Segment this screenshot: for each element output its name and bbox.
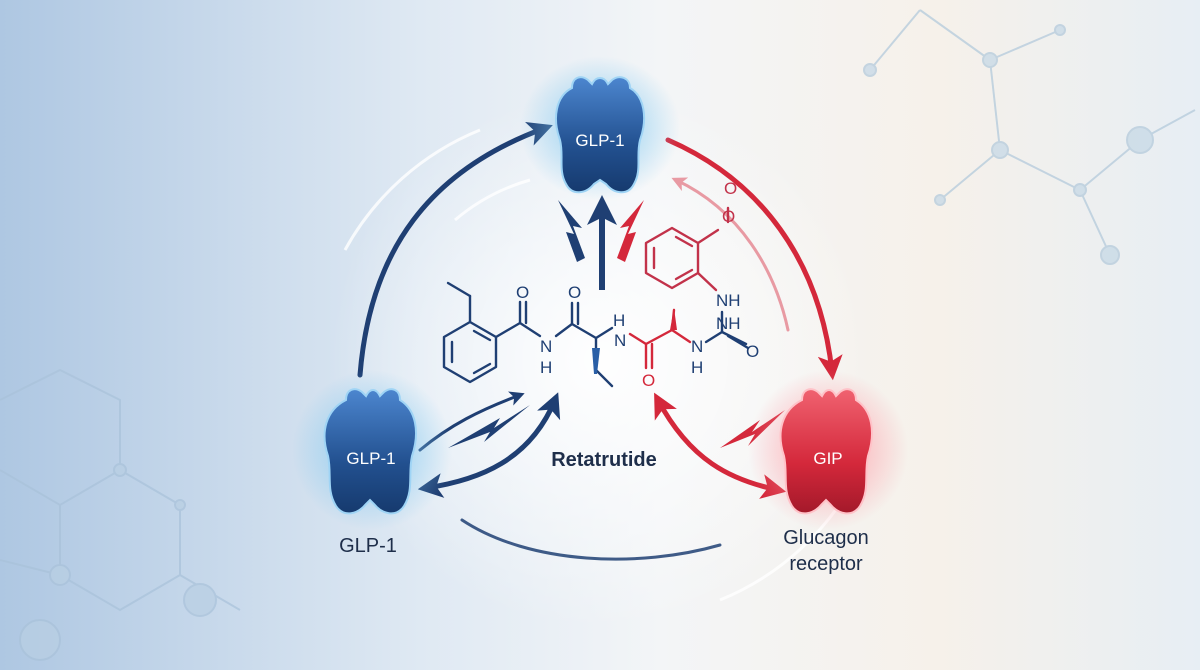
receptor-top: GLP-1 — [520, 56, 680, 200]
receptor-left-label: GLP-1 — [346, 449, 395, 468]
atom-o2: O — [568, 283, 581, 302]
molecule-network-icon — [863, 9, 1196, 265]
atom-o1: O — [516, 283, 529, 302]
receptor-right-label: GIP — [813, 449, 842, 468]
lightning-bolt-icon — [448, 200, 585, 448]
atom-o6: O — [724, 179, 737, 198]
atom-h3: H — [691, 358, 703, 377]
cycle-arrow-bottom — [460, 518, 722, 561]
receptor-left: GLP-1 GLP-1 — [292, 370, 452, 557]
receptor-icon — [779, 388, 873, 515]
cycle-arrow-left-to-top — [357, 121, 553, 378]
atom-n3: N — [691, 337, 703, 356]
receptor-right-caption-line2: receptor — [789, 553, 863, 575]
receptor-top-label: GLP-1 — [575, 131, 624, 150]
hex-network-decor — [0, 368, 241, 661]
receptor-icon — [323, 388, 417, 515]
atom-nh1: NH — [716, 291, 741, 310]
receptor-right-caption-line1: Glucagon — [783, 527, 869, 549]
atom-nh2: NH — [716, 314, 741, 333]
atom-h2: H — [613, 311, 625, 330]
atom-h1: H — [540, 358, 552, 377]
arrow-molecule-to-left-receptor — [417, 392, 561, 498]
atom-n2: N — [614, 331, 626, 350]
atom-o5: O — [746, 342, 759, 361]
receptor-right: GIP Glucagon receptor — [748, 370, 908, 575]
receptor-left-caption: GLP-1 — [339, 535, 397, 557]
retatrutide-molecule — [442, 206, 750, 388]
molecule-name: Retatrutide — [551, 449, 657, 471]
atom-o3: O — [642, 371, 655, 390]
atom-o4: O — [722, 207, 735, 226]
atom-n1: N — [540, 337, 552, 356]
receptor-icon — [555, 76, 646, 194]
cycle-arrow-top-to-right — [665, 137, 843, 381]
cycle-arrow-inner-red — [671, 177, 790, 332]
molecule-atom-labels: O N H O H N O N H O NH O NH O — [516, 179, 759, 390]
